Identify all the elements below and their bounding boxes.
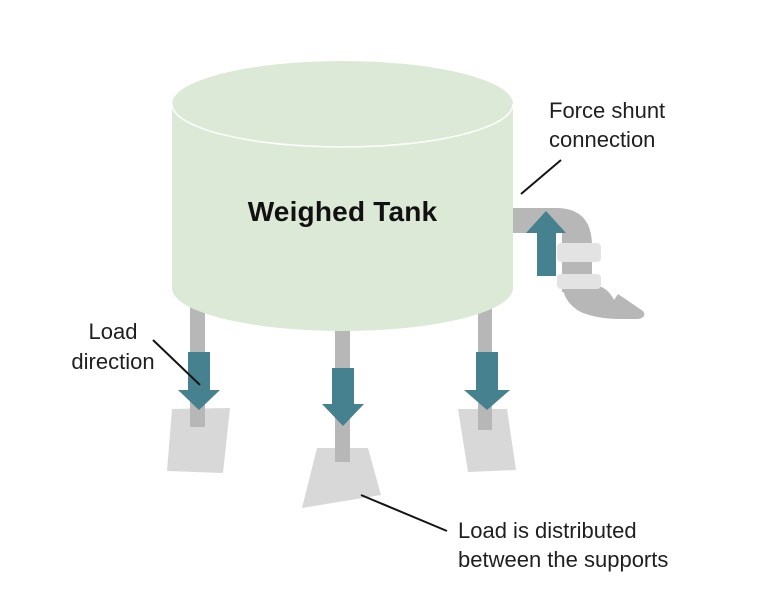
load-arrow-down-left-icon [178,352,220,410]
force-shunt-label-line1: Force shunt [549,98,666,123]
pipe-flange-lower [557,274,601,289]
load-distributed-label-line2: between the supports [458,547,669,572]
load-direction-label-line2: direction [71,349,155,374]
tank-cylinder [172,61,513,331]
support-foot-right [458,409,516,472]
force-shunt-label: Force shunt connection [549,96,665,154]
support-foot-middle [302,448,381,508]
load-direction-label-line1: Load [88,319,138,344]
tank-label: Weighed Tank [247,196,438,227]
pipe-flange-upper [557,243,601,262]
load-arrow-down-right-icon [464,352,510,410]
load-distributed-label: Load is distributed between the supports [458,516,668,574]
load-distributed-leader-line [360,494,448,532]
load-direction-label: Load direction [43,317,183,377]
force-shunt-leader-line [520,159,562,195]
load-arrow-down-middle-icon [322,368,364,426]
force-shunt-label-line2: connection [549,127,656,152]
load-distributed-label-line1: Load is distributed [458,518,637,543]
pipe-spout [562,284,645,319]
flow-arrow-up-icon [526,211,566,276]
support-foot-left [167,408,230,473]
tank-rim-highlight [171,103,514,148]
load-direction-leader-line [152,339,201,386]
